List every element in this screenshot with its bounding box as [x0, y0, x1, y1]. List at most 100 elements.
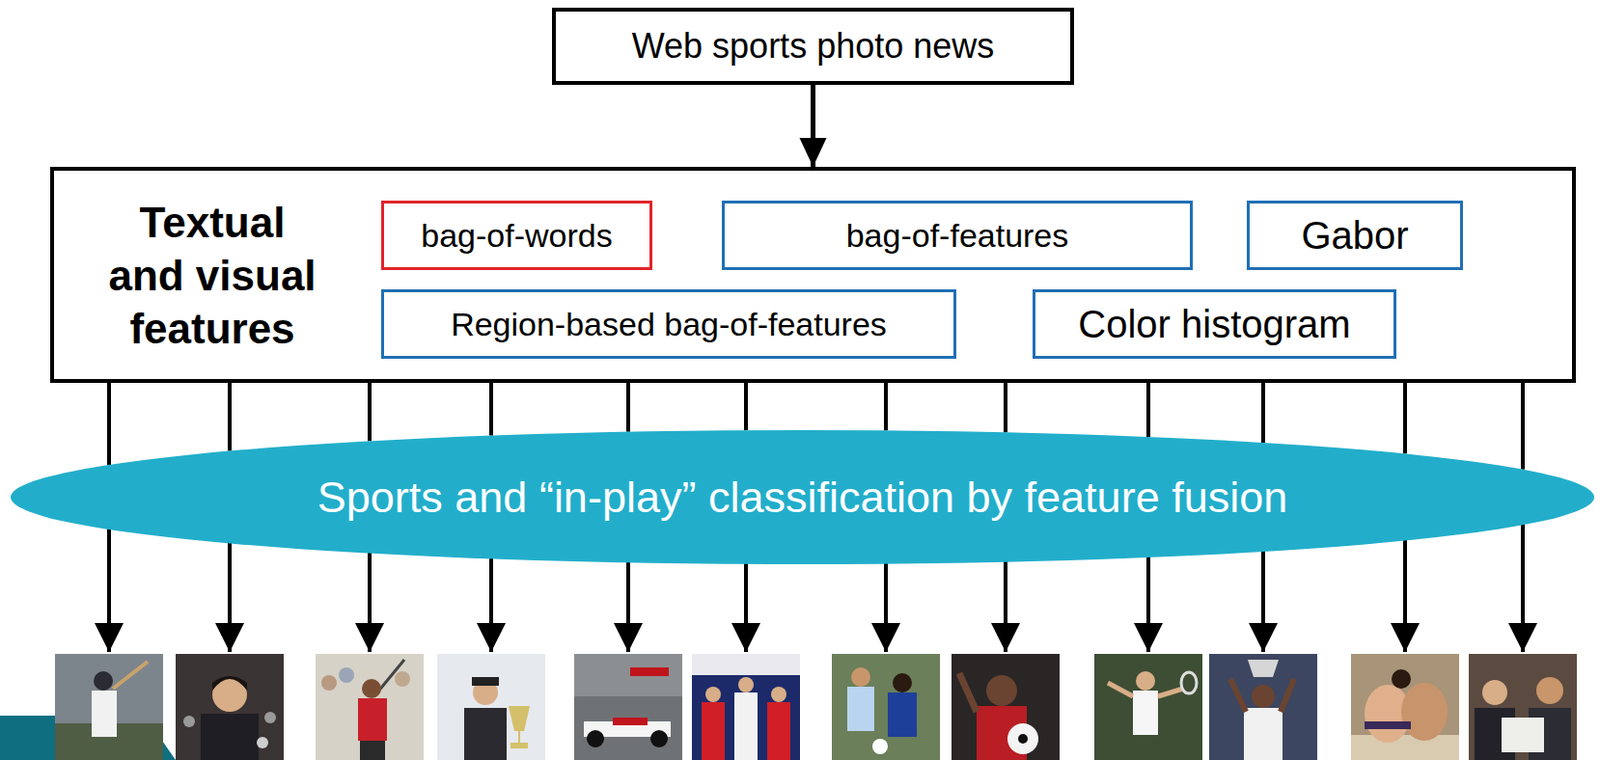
newspaper — [1501, 717, 1545, 753]
racket — [1181, 672, 1197, 694]
player-head — [361, 679, 382, 699]
photo-tennis-trophy — [1209, 654, 1318, 760]
driver-head — [738, 677, 754, 693]
belt — [1364, 721, 1411, 730]
ellipse-fill — [10, 430, 1595, 565]
photo-ground — [175, 654, 284, 760]
arm — [1230, 679, 1246, 713]
connector-arrow — [107, 383, 111, 466]
banner — [691, 654, 800, 676]
ball-patch — [1018, 734, 1028, 745]
box-label: Gabor — [1300, 212, 1408, 259]
box-label: Web sports photo news — [632, 25, 995, 67]
trophy — [1247, 660, 1279, 678]
feature-group-box: Textual and visual features bag-of-words b… — [50, 166, 1576, 384]
person — [464, 708, 507, 760]
player-head — [986, 675, 1018, 707]
track — [574, 696, 683, 760]
wrestler — [1401, 683, 1448, 742]
photo-soccer — [831, 654, 940, 760]
player — [887, 692, 917, 738]
wheel — [586, 730, 605, 748]
person-head — [212, 677, 248, 713]
output-arrow — [107, 528, 111, 653]
visual-feature-box: Color histogram — [1032, 289, 1397, 359]
golf-club — [377, 660, 405, 693]
player-head — [1251, 685, 1275, 709]
text-feature-box: bag-of-words — [381, 200, 653, 271]
photo-podium — [691, 654, 800, 760]
photo-golf — [315, 654, 424, 760]
box-label: Sports and “in-play” classification by f… — [317, 471, 1289, 525]
output-arrow — [883, 562, 888, 653]
photo-sumo — [1351, 654, 1460, 760]
ball — [1007, 723, 1039, 755]
microphone — [264, 712, 276, 724]
player — [1132, 690, 1159, 736]
output-arrow — [1146, 556, 1151, 653]
output-arrow — [1003, 560, 1008, 653]
player — [358, 698, 387, 742]
photo-baseball — [55, 654, 164, 760]
crowd — [321, 675, 337, 691]
driver — [701, 702, 725, 760]
source-box: Web sports photo news — [551, 7, 1075, 85]
arm — [1158, 689, 1184, 697]
hair — [212, 676, 248, 691]
crowd — [338, 667, 355, 684]
player-legs — [359, 741, 386, 760]
output-arrow — [626, 561, 631, 653]
photo-trophy — [437, 654, 546, 760]
driver — [734, 692, 758, 760]
car-stripe — [612, 717, 648, 726]
photo-ground — [691, 654, 800, 760]
visual-feature-box: Gabor — [1246, 200, 1463, 271]
visual-feature-box: bag-of-features — [721, 200, 1193, 271]
arm — [1107, 683, 1133, 697]
ring — [1351, 735, 1460, 760]
cap — [471, 677, 499, 687]
photo-ground — [574, 654, 683, 760]
output-arrow — [1261, 551, 1266, 653]
connector-arrow — [744, 383, 748, 431]
player — [91, 690, 117, 738]
connector-arrow — [1520, 383, 1525, 470]
box-label: Color histogram — [1077, 301, 1351, 348]
connector-arrow — [1403, 383, 1407, 454]
photo-tennis — [1094, 654, 1203, 760]
bat — [112, 662, 148, 690]
connector-arrow — [626, 383, 631, 433]
microphone — [256, 737, 269, 749]
box-label: Region-based bag-of-features — [450, 304, 887, 345]
player-head — [892, 673, 912, 693]
group-heading: Textual and visual features — [100, 195, 325, 356]
crowd — [394, 671, 411, 688]
output-arrow — [744, 562, 748, 653]
photo-ground — [437, 654, 546, 760]
driver-head — [771, 687, 787, 703]
photo-ground — [1209, 654, 1318, 760]
connector-arrow — [489, 383, 494, 437]
arm — [1280, 679, 1295, 713]
connector-arrow — [367, 383, 372, 442]
connector-arrow — [810, 84, 816, 167]
box-label: bag-of-words — [420, 216, 612, 256]
wrestler-head — [1391, 669, 1411, 690]
person-head — [1482, 680, 1508, 706]
photo-press — [1468, 654, 1577, 760]
photo-ground — [315, 654, 424, 760]
player-head — [1135, 671, 1156, 691]
person-head — [1536, 677, 1564, 705]
photo-soccer-star — [951, 654, 1060, 760]
connector-arrow — [227, 383, 232, 452]
trophy — [508, 706, 530, 749]
player-head — [93, 671, 113, 691]
player-head — [851, 667, 871, 688]
connector-arrow — [1146, 383, 1151, 438]
player — [847, 687, 875, 732]
wheel — [650, 730, 668, 748]
photo-ground — [1468, 654, 1577, 760]
photo-interview — [175, 654, 284, 760]
car-far — [630, 667, 669, 677]
